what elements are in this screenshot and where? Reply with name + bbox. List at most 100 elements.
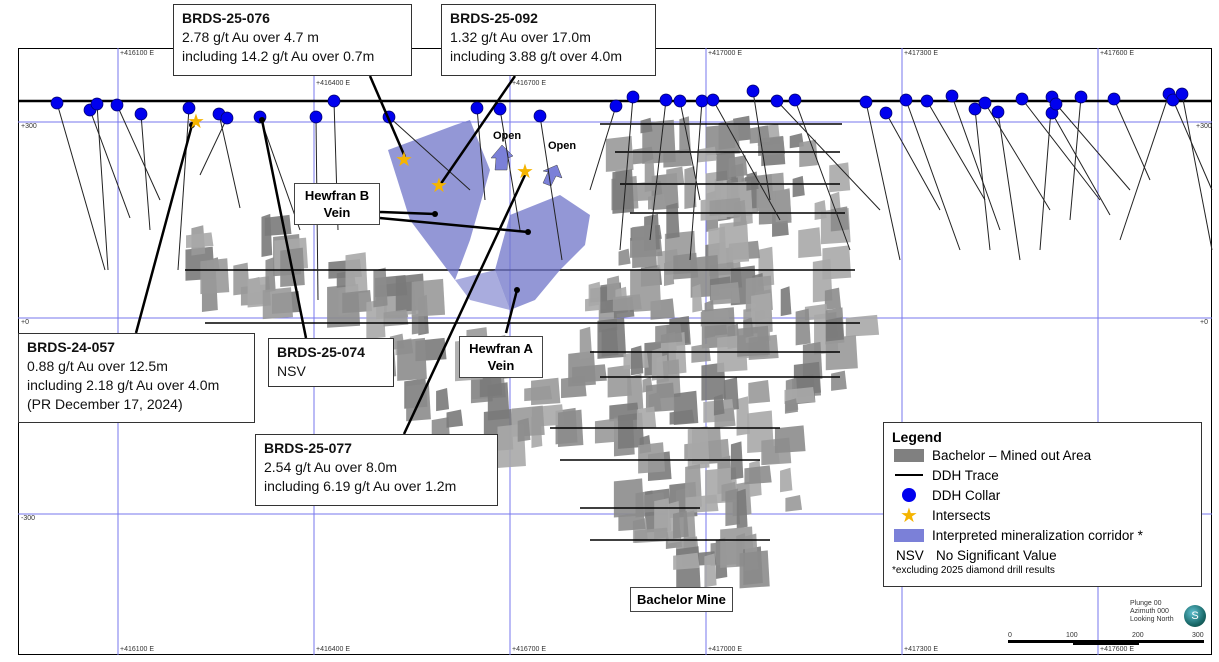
leader-arrow	[438, 75, 517, 186]
ddh-collar-icon	[746, 84, 760, 98]
ddh-collar-icon	[609, 99, 623, 113]
scale-label: 300	[1192, 632, 1204, 639]
ddh-collar-icon	[470, 101, 484, 115]
mined-out-area	[825, 317, 844, 342]
scale-label: 100	[1066, 632, 1078, 639]
looking: Looking North	[1130, 616, 1174, 623]
ddh-trace	[116, 104, 161, 201]
grid-label-easting: +416700 E	[512, 646, 547, 653]
ddh-trace	[199, 117, 228, 176]
mined-out-area	[736, 488, 748, 529]
ddh-trace	[1021, 98, 1101, 201]
mined-out-area	[673, 390, 699, 426]
mined-out-area	[725, 488, 740, 527]
mined-out-area	[632, 146, 654, 165]
mined-out-area	[824, 287, 842, 310]
ddh-trace	[1119, 93, 1170, 241]
mined-out-area	[601, 327, 619, 357]
mined-out-area	[248, 276, 262, 294]
ddh-trace	[752, 90, 771, 201]
label-hewfran-b-vein: Hewfran B Vein	[294, 183, 380, 225]
grid-label-easting: +417600 E	[1100, 646, 1135, 653]
grid-label-elevation: +0	[21, 319, 29, 326]
callout-title: BRDS-24-057	[27, 339, 115, 355]
callout-title: BRDS-25-092	[450, 10, 538, 26]
open-arrow-icon	[490, 144, 514, 171]
mined-out-area	[645, 382, 676, 413]
ddh-trace	[689, 100, 703, 261]
mined-out-area	[664, 260, 675, 287]
mined-out-area	[666, 166, 685, 187]
grid-label-elevation: -300	[21, 515, 36, 522]
mined-out-area	[342, 290, 373, 314]
ddh-trace	[218, 113, 241, 209]
mined-out-area	[697, 146, 717, 163]
ddh-collar-icon	[945, 89, 959, 103]
ddh-trace	[388, 116, 471, 191]
ddh-collar-icon	[1107, 92, 1121, 106]
leader-arrow	[402, 174, 527, 435]
callout-line: 1.32 g/t Au over 17.0m	[450, 29, 591, 45]
ddh-trace	[974, 108, 991, 251]
mineralization-corridor-b	[388, 120, 490, 280]
open-arrow-icon	[542, 164, 563, 187]
mined-out-area	[397, 337, 427, 381]
mined-out-area	[666, 202, 680, 240]
star-icon: ★	[900, 504, 918, 527]
mined-out-area	[644, 159, 656, 193]
ddh-collar-icon	[695, 94, 709, 108]
ddh-collar-icon	[50, 96, 64, 110]
mined-out-area	[831, 370, 847, 391]
ddh-trace	[951, 95, 1001, 231]
mined-out-area	[780, 286, 792, 317]
ddh-trace	[499, 108, 521, 231]
mined-out-area	[691, 343, 711, 363]
ddh-trace	[539, 115, 563, 261]
grid-label-elevation: +0	[1200, 319, 1208, 326]
mined-out-area	[618, 248, 631, 266]
legend-label: Intersects	[932, 507, 991, 523]
ddh-collar-icon	[920, 94, 934, 108]
ddh-trace	[259, 116, 301, 231]
callout-title: BRDS-25-074	[277, 344, 365, 360]
mined-out-area	[719, 220, 750, 264]
arrow-head-icon	[432, 211, 438, 217]
mined-out-area	[572, 364, 607, 383]
legend-title: Legend	[892, 429, 942, 445]
mined-out-area	[774, 425, 806, 454]
trace-line-icon	[895, 474, 923, 476]
label-open: Open	[493, 130, 522, 142]
mined-out-area	[739, 550, 770, 589]
label-open: Open	[548, 140, 577, 152]
ddh-trace	[1051, 112, 1111, 216]
legend-footnote: *excluding 2025 diamond drill results	[892, 565, 1055, 576]
mined-out-area	[845, 314, 880, 337]
ddh-trace	[476, 107, 486, 201]
mined-out-area	[758, 135, 786, 156]
callout-brds-25-092: BRDS-25-092 1.32 g/t Au over 17.0m inclu…	[441, 4, 656, 76]
mined-out-area	[634, 527, 670, 544]
mined-out-area	[265, 257, 276, 293]
mined-out-area	[737, 325, 770, 357]
arrow-head-icon	[189, 122, 195, 128]
ddh-collar-icon	[673, 94, 687, 108]
collar-dot-icon	[902, 488, 916, 502]
grid-label-easting: +417000 E	[708, 646, 743, 653]
ddh-trace	[1181, 93, 1213, 251]
ddh-trace	[1055, 103, 1131, 191]
ddh-trace	[712, 99, 781, 221]
ddh-collar-icon	[991, 105, 1005, 119]
mined-out-area	[638, 442, 666, 474]
legend-label: Bachelor – Mined out Area	[932, 447, 1092, 463]
callout-line: including 2.18 g/t Au over 4.0m	[27, 377, 220, 393]
mined-out-area	[627, 373, 644, 411]
mined-out-area	[728, 155, 748, 178]
ddh-collar-icon	[1049, 97, 1063, 111]
ddh-trace	[776, 100, 881, 211]
ddh-trace	[794, 99, 851, 251]
callout-line: 2.54 g/t Au over 8.0m	[264, 459, 398, 475]
ddh-trace	[997, 111, 1021, 261]
callout-brds-24-057: BRDS-24-057 0.88 g/t Au over 12.5m inclu…	[18, 333, 255, 423]
ddh-collar-icon	[90, 97, 104, 111]
